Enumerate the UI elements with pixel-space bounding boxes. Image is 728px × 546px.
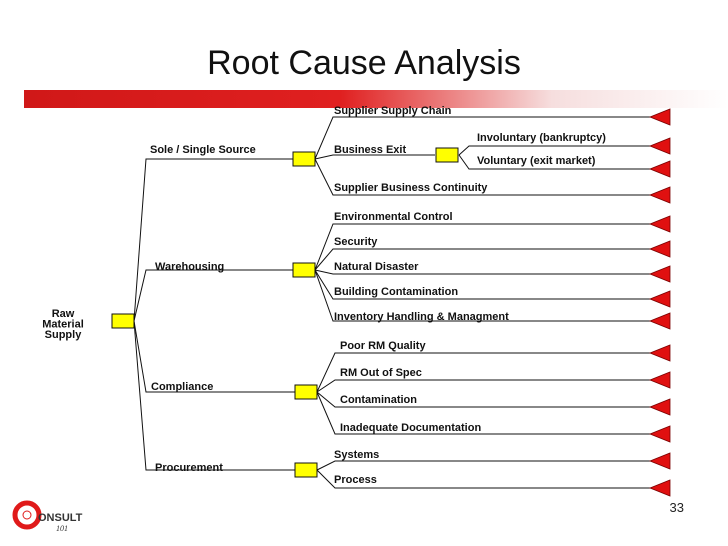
child-label: Natural Disaster bbox=[334, 261, 419, 273]
risk-flag-icon bbox=[648, 371, 671, 389]
risk-flag-icon bbox=[648, 186, 671, 204]
child-line bbox=[314, 116, 670, 160]
child-label: Poor RM Quality bbox=[340, 340, 426, 352]
child-line bbox=[314, 223, 670, 271]
grandchild-line bbox=[458, 145, 670, 156]
child-line bbox=[314, 269, 670, 275]
grandchild-line bbox=[458, 154, 670, 170]
child-label: Inventory Handling & Managment bbox=[334, 311, 509, 323]
child-line bbox=[316, 352, 670, 393]
child-label: Supplier Supply Chain bbox=[334, 105, 452, 117]
child-label: Systems bbox=[334, 449, 379, 461]
child-line bbox=[314, 158, 670, 196]
risk-flag-icon bbox=[648, 312, 671, 330]
slide-title: Root Cause Analysis bbox=[207, 44, 521, 82]
branch-node bbox=[292, 262, 316, 278]
consult-101-logo: ONSULT 101 bbox=[12, 500, 83, 533]
branch-label: Warehousing bbox=[155, 261, 224, 273]
logo-ring bbox=[12, 500, 42, 530]
risk-flag-icon bbox=[648, 425, 671, 443]
branch-label: Compliance bbox=[151, 381, 213, 393]
logo-text: ONSULT bbox=[38, 512, 83, 524]
branch-line bbox=[133, 320, 295, 393]
child-label: RM Out of Spec bbox=[340, 367, 422, 379]
branch-label: Procurement bbox=[155, 462, 223, 474]
risk-flag-icon bbox=[648, 215, 671, 233]
child-line bbox=[314, 248, 670, 271]
branch-line bbox=[133, 320, 295, 471]
risk-flag-icon bbox=[648, 398, 671, 416]
grandchild-label: Involuntary (bankruptcy) bbox=[477, 132, 606, 144]
child-line bbox=[316, 460, 670, 471]
child-label: Security bbox=[334, 236, 378, 248]
branch-line bbox=[133, 158, 293, 322]
child-line bbox=[316, 379, 670, 393]
logo-subtext: 101 bbox=[56, 524, 68, 533]
child-line bbox=[316, 391, 670, 435]
branch-label: Sole / Single Source bbox=[150, 144, 256, 156]
child-label: Process bbox=[334, 474, 377, 486]
risk-flag-icon bbox=[648, 344, 671, 362]
logo-dot bbox=[22, 510, 32, 520]
risk-flag-icon bbox=[648, 137, 671, 155]
risk-flag-icon bbox=[648, 240, 671, 258]
root-label-line: Supply bbox=[45, 329, 83, 341]
root-label-line: Raw bbox=[52, 308, 75, 320]
child-line bbox=[316, 391, 670, 408]
sub-node bbox=[435, 147, 459, 163]
child-line bbox=[314, 154, 435, 160]
branch-node bbox=[292, 151, 316, 167]
root-label-line: Material bbox=[42, 319, 84, 331]
risk-flag-icon bbox=[648, 479, 671, 497]
child-label: Environmental Control bbox=[334, 211, 453, 223]
child-label: Building Contamination bbox=[334, 286, 458, 298]
grandchild-label: Voluntary (exit market) bbox=[477, 155, 596, 167]
child-label: Supplier Business Continuity bbox=[334, 182, 488, 194]
risk-flag-icon bbox=[648, 265, 671, 283]
branch-node bbox=[294, 462, 318, 478]
child-line bbox=[314, 269, 670, 322]
child-line bbox=[316, 469, 670, 489]
root-node bbox=[111, 313, 135, 329]
child-line bbox=[314, 269, 670, 300]
risk-flag-icon bbox=[648, 290, 671, 308]
page-number: 33 bbox=[669, 500, 684, 515]
risk-flag-icon bbox=[648, 108, 671, 126]
risk-flag-icon bbox=[648, 452, 671, 470]
child-label: Inadequate Documentation bbox=[340, 422, 481, 434]
branch-node bbox=[294, 384, 318, 400]
child-label: Business Exit bbox=[334, 144, 406, 156]
child-label: Contamination bbox=[340, 394, 417, 406]
title-accent-bar bbox=[24, 90, 728, 108]
risk-flag-icon bbox=[648, 160, 671, 178]
branch-line bbox=[133, 269, 293, 322]
